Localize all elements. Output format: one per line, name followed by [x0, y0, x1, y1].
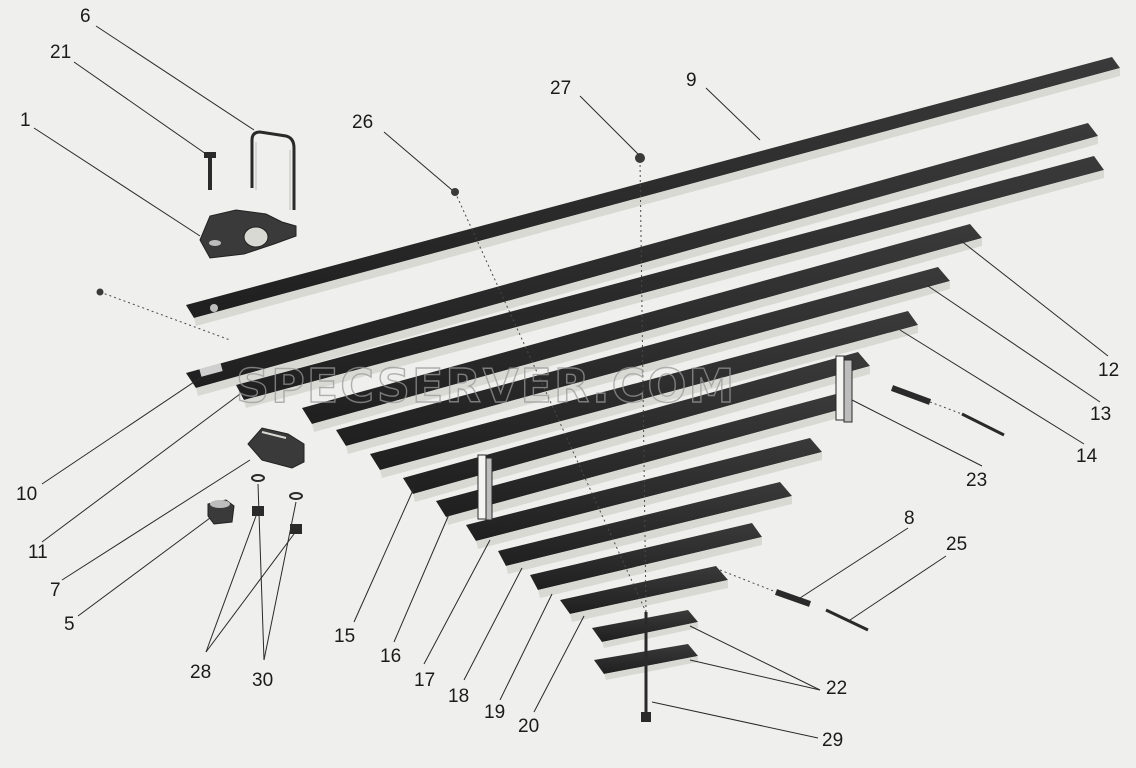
- callout-17: 17: [414, 670, 435, 691]
- callout-27: 27: [550, 78, 571, 99]
- bolt-8-25: [719, 569, 869, 632]
- spring-leaves: [186, 57, 1120, 680]
- callout-30: 30: [252, 670, 273, 691]
- nut-small: [96, 288, 104, 296]
- center-bolt-29: [641, 612, 651, 722]
- callout-1: 1: [20, 110, 31, 131]
- callout-25: 25: [946, 534, 967, 555]
- callout-13: 13: [1090, 404, 1111, 425]
- pin-21: [204, 152, 216, 190]
- callout-15: 15: [334, 626, 355, 647]
- callout-22: 22: [826, 678, 847, 699]
- callout-19: 19: [484, 702, 505, 723]
- clamp-bolt: [890, 385, 1005, 437]
- leaf-17: [466, 438, 822, 549]
- clamp-23: [477, 355, 853, 521]
- callout-6: 6: [80, 6, 91, 27]
- leaf-14: [370, 311, 918, 478]
- nut-26: [451, 188, 459, 196]
- callout-14: 14: [1076, 446, 1098, 467]
- leaf-11: [236, 156, 1104, 408]
- leaf-10: [186, 123, 1098, 396]
- callout-9: 9: [686, 70, 697, 91]
- leaf-16: [436, 394, 846, 525]
- nut-27: [635, 153, 645, 163]
- leaf-20: [560, 566, 728, 622]
- leaf-18: [498, 482, 792, 574]
- callout-21: 21: [50, 42, 71, 63]
- bracket-7: [247, 427, 305, 469]
- callout-20: 20: [518, 716, 539, 737]
- callout-28: 28: [190, 662, 211, 683]
- callout-labels: 6 21 1 26 27 9 12 13 14 23 10 11 7 5 8 2…: [16, 6, 1119, 751]
- callout-18: 18: [448, 686, 469, 707]
- u-bolt-6: [250, 130, 296, 210]
- bushing-5: [207, 499, 235, 525]
- leaf-12: [302, 224, 982, 432]
- callout-29: 29: [822, 730, 843, 751]
- callout-11: 11: [28, 542, 48, 563]
- bracket-1: [199, 209, 297, 259]
- leaf-15: [403, 352, 870, 502]
- watermark: SPECSERVER.COM: [236, 359, 736, 413]
- leaf-19: [530, 523, 762, 598]
- leaf-9: [186, 57, 1120, 326]
- leader-lines: [33, 25, 1109, 739]
- callout-26: 26: [352, 112, 373, 133]
- callout-10: 10: [16, 484, 37, 505]
- washers-28-30: [251, 474, 303, 534]
- callout-23: 23: [966, 470, 987, 491]
- callout-12: 12: [1098, 360, 1119, 381]
- callout-5: 5: [64, 614, 75, 635]
- callout-7: 7: [50, 580, 61, 601]
- callout-16: 16: [380, 646, 401, 667]
- callout-8: 8: [904, 508, 915, 529]
